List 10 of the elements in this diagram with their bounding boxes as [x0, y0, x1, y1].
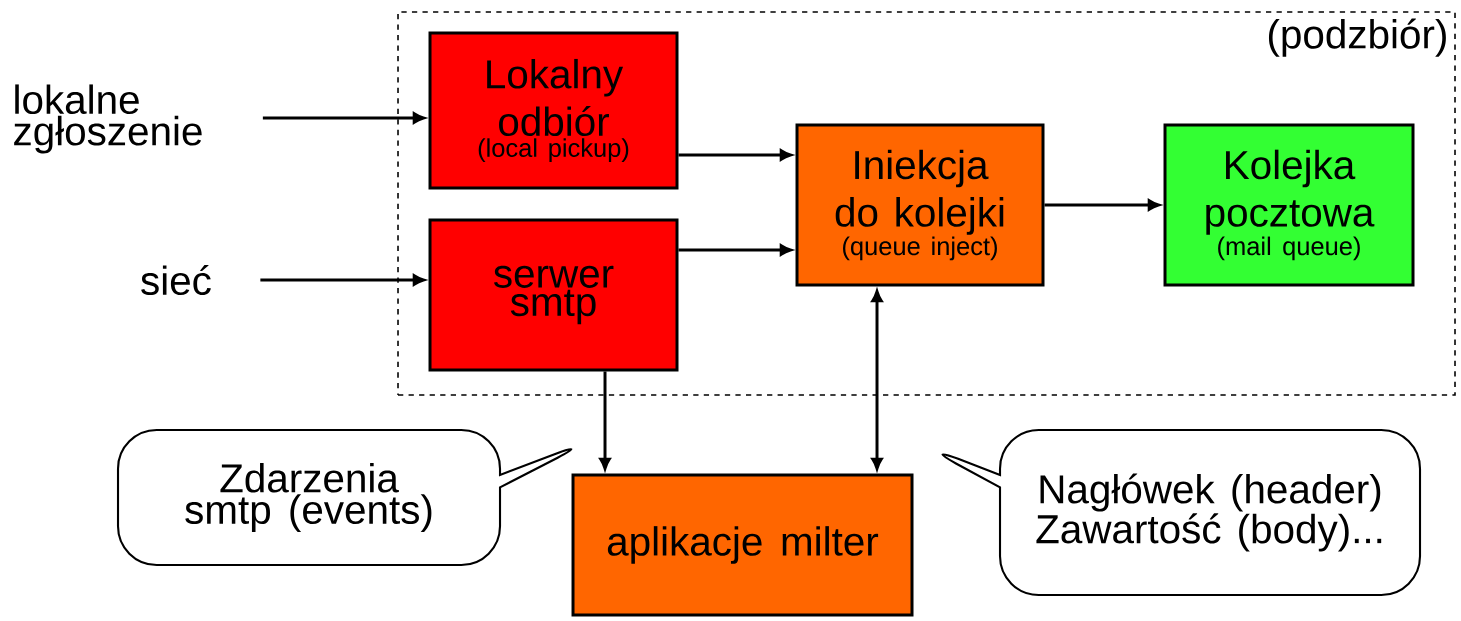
input-label: lokalne zgłoszenie: [14, 84, 202, 154]
speech-bubble: Nagłówek (header) Zawartość (body)...: [941, 428, 1422, 597]
queue-box: Kolejka pocztowa (mail queue): [1163, 123, 1415, 287]
input-label: sieć: [141, 264, 211, 296]
process-box: aplikacje milter: [571, 473, 914, 617]
process-box: Lokalny odbiór (local pickup): [428, 31, 679, 190]
speech-bubble: Zdarzenia smtp (events): [116, 428, 573, 567]
process-box: Iniekcja do kolejki (queue inject): [795, 123, 1045, 287]
arrow: [599, 371, 611, 470]
process-box: serwer smtp: [428, 218, 679, 372]
